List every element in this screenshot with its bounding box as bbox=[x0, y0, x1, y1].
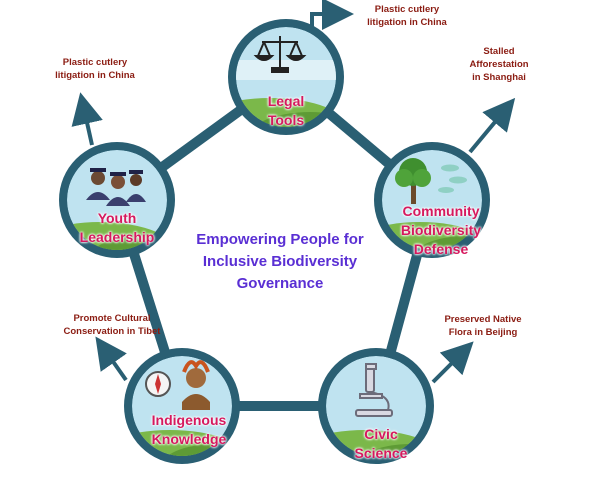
legal-tools-label: Legal Tools bbox=[236, 92, 336, 130]
community-label-line3: Defense bbox=[413, 241, 469, 257]
youth-outcome-line1: Plastic cutlery bbox=[62, 57, 128, 68]
arrow-legal-outcome bbox=[310, 0, 354, 30]
legal-label-line2: Tools bbox=[267, 112, 305, 128]
node-legal bbox=[228, 19, 344, 135]
indigenous-outcome-label: Promote Cultural Conservation in Tibet bbox=[52, 312, 172, 338]
civic-outcome-line2: Flora in Beijing bbox=[448, 327, 518, 338]
community-label-line2: Biodiversity bbox=[400, 222, 482, 238]
youth-label-line2: Leadership bbox=[79, 229, 155, 245]
microscope-icon bbox=[355, 363, 393, 417]
outcome-arrows bbox=[71, 0, 516, 384]
community-outcome-line3: in Shanghai bbox=[472, 72, 526, 83]
indigenous-outcome-line2: Conservation in Tibet bbox=[63, 326, 161, 337]
community-label-line1: Community bbox=[402, 203, 480, 219]
youth-outcome-label: Plastic cutlery litigation in China bbox=[40, 56, 150, 82]
arrow-indigenous-outcome bbox=[95, 336, 128, 382]
civic-science-label: Civic Science bbox=[336, 425, 426, 463]
community-defense-label: Community Biodiversity Defense bbox=[386, 202, 496, 259]
node-community bbox=[374, 142, 490, 258]
indigenous-outcome-line1: Promote Cultural bbox=[73, 313, 151, 324]
center-title-line3: Governance bbox=[236, 275, 324, 292]
legal-outcome-line1: Plastic cutlery bbox=[374, 4, 440, 15]
civic-outcome-label: Preserved Native Flora in Beijing bbox=[428, 313, 538, 339]
civic-label-line1: Civic bbox=[364, 426, 398, 442]
community-outcome-line1: Stalled bbox=[483, 46, 515, 57]
arrow-community-outcome bbox=[468, 97, 516, 154]
youth-leadership-label: Youth Leadership bbox=[72, 209, 162, 247]
arrow-youth-outcome bbox=[71, 92, 103, 146]
legal-outcome-label: Plastic cutlery litigation in China bbox=[352, 3, 462, 29]
node-indigenous bbox=[124, 348, 240, 464]
civic-label-line2: Science bbox=[354, 445, 408, 461]
center-title-line1: Empowering People for bbox=[196, 231, 364, 248]
graduates-icon bbox=[86, 168, 146, 206]
legal-label-line1: Legal bbox=[267, 93, 305, 109]
civic-outcome-line1: Preserved Native bbox=[444, 314, 522, 325]
scales-of-justice-icon bbox=[253, 36, 307, 73]
indigenous-knowledge-label: Indigenous Knowledge bbox=[134, 411, 244, 449]
youth-label-line1: Youth bbox=[97, 210, 137, 226]
legal-outcome-line2: litigation in China bbox=[367, 17, 447, 28]
indigenous-label-line1: Indigenous bbox=[151, 412, 227, 428]
node-youth bbox=[59, 142, 175, 258]
node-civic bbox=[318, 348, 434, 464]
center-title-line2: Inclusive Biodiversity bbox=[202, 253, 358, 270]
tree-and-fish-icon bbox=[395, 158, 467, 204]
community-outcome-line2: Afforestation bbox=[469, 59, 529, 70]
arrow-civic-outcome bbox=[431, 341, 474, 384]
compass-and-elder-icon bbox=[145, 360, 210, 410]
indigenous-label-line2: Knowledge bbox=[151, 431, 227, 447]
community-outcome-label: Stalled Afforestation in Shanghai bbox=[444, 45, 554, 84]
center-title: Empowering People for Inclusive Biodiver… bbox=[175, 229, 385, 295]
youth-outcome-line2: litigation in China bbox=[55, 70, 135, 81]
